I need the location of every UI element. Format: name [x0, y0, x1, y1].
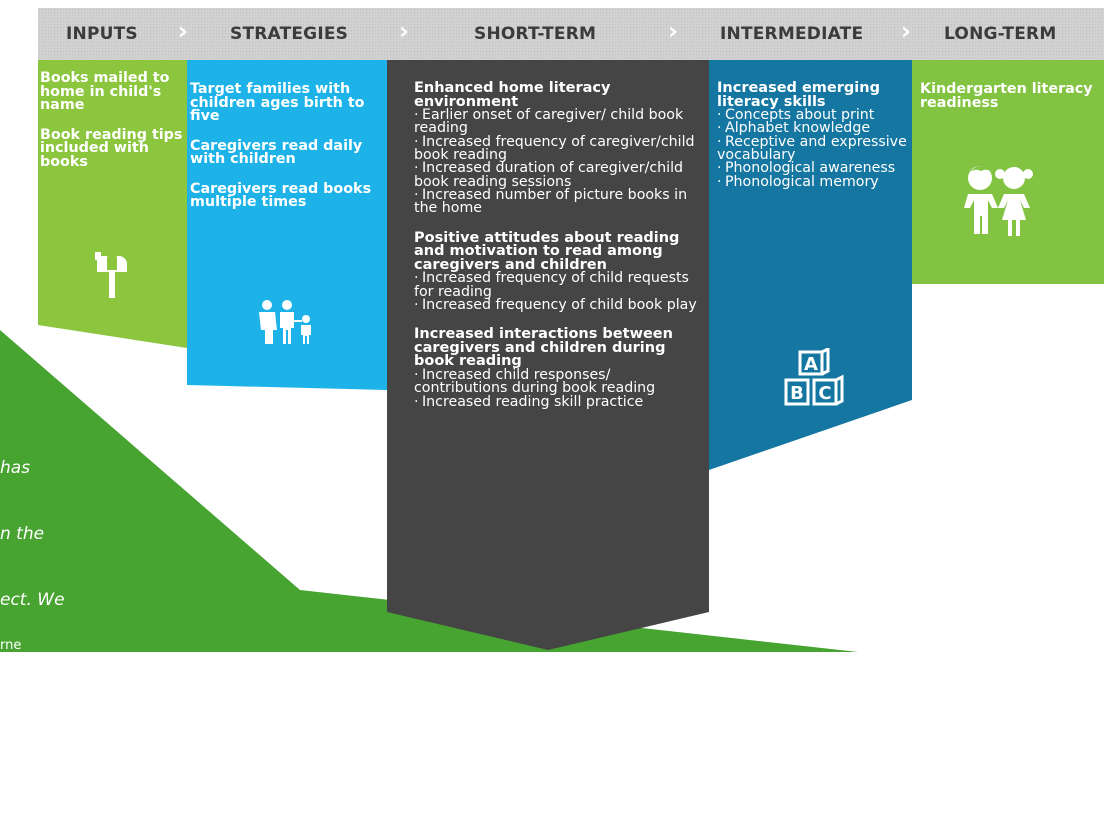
section-heading: Positive attitudes about reading and mot… — [414, 229, 680, 273]
quote-line: n the — [0, 524, 45, 544]
bullet-item: ·Increased child responses/ contribution… — [414, 367, 656, 397]
quote-text: has n the ect. We ment in thin just a en… — [0, 413, 85, 831]
strategies-item: Caregivers read books multiple times — [190, 180, 372, 210]
bullet-item: ·Increased reading skill practice — [414, 393, 644, 410]
column-short-term-bg — [387, 60, 709, 650]
abc-blocks-icon: A B C — [784, 348, 844, 406]
strategies-item: Caregivers read daily with children — [190, 137, 363, 167]
block-letter: B — [790, 383, 804, 404]
column-inputs-bg — [38, 60, 187, 348]
chevron-right-icon: › — [399, 17, 409, 45]
background-shapes — [0, 8, 1104, 652]
quote-attribution: rne — [0, 638, 22, 653]
short-term-section: Positive attitudes about reading and mot… — [414, 229, 704, 313]
header-label-long-term: LONG-TERM — [944, 24, 1057, 44]
bullet-item: ·Phonological awareness — [717, 160, 896, 177]
header-bar — [38, 8, 1104, 60]
bullet-item: ·Increased duration of caregiver/child b… — [414, 160, 684, 190]
inputs-item: Books mailed to home in child's name — [40, 70, 170, 113]
header-label-inputs: INPUTS — [66, 24, 138, 44]
column-strategies-bg — [187, 60, 387, 390]
header-label-short-term: SHORT-TERM — [474, 24, 597, 44]
bullet-item: ·Increased frequency of caregiver/child … — [414, 133, 695, 164]
long-term-column: Kindergarten literacy readiness — [920, 81, 1100, 126]
inputs-column: Books mailed to home in child's name Boo… — [40, 70, 187, 185]
bullet-item: ·Earlier onset of caregiver/ child book … — [414, 107, 684, 137]
bullet-item: ·Phonological memory — [717, 173, 879, 190]
short-term-section: Enhanced home literacy environment ·Earl… — [414, 80, 704, 217]
block-letter: A — [804, 354, 818, 375]
bullet-item: ·Increased frequency of child requests f… — [414, 270, 689, 300]
chevron-right-icon: › — [668, 17, 678, 45]
section-heading: Increased interactions between caregiver… — [414, 326, 673, 370]
short-term-section: Increased interactions between caregiver… — [414, 326, 704, 410]
quote-background — [0, 330, 858, 652]
inputs-item: Book reading tips included with books — [40, 126, 183, 170]
quote-line: ect. We — [0, 590, 65, 610]
bullet-item: ·Increased number of picture books in th… — [414, 186, 688, 217]
quote-line: thin just a — [0, 722, 86, 742]
intermediate-heading: Increased emerging literacy skills — [717, 80, 880, 110]
short-term-column: Enhanced home literacy environment ·Earl… — [414, 80, 704, 425]
strategies-item: Target families with children ages birth… — [190, 81, 365, 124]
long-term-item: Kindergarten literacy readiness — [920, 81, 1093, 111]
children-icon — [964, 166, 1033, 236]
strategies-column: Target families with children ages birth… — [190, 81, 387, 226]
chevron-right-icon: › — [178, 17, 188, 45]
header-label-strategies: STRATEGIES — [230, 24, 349, 44]
bullet-item: ·Concepts about print — [717, 107, 875, 124]
chevron-right-icon: › — [901, 17, 911, 45]
bullet-item: ·Receptive and expressive vocabulary — [717, 133, 907, 164]
quote-line: entation.” — [0, 788, 86, 808]
block-letter: C — [818, 383, 831, 404]
quote-line: has — [0, 458, 31, 478]
family-icon — [259, 300, 311, 344]
section-heading: Enhanced home literacy environment — [414, 80, 611, 110]
column-intermediate-bg — [709, 60, 912, 470]
quote-line: ment in — [0, 656, 66, 676]
intermediate-column: Increased emerging literacy skills ·Conc… — [717, 80, 907, 190]
bullet-item: ·Increased frequency of child book play — [414, 296, 697, 313]
header-label-intermediate: INTERMEDIATE — [720, 24, 864, 44]
bullet-item: ·Alphabet knowledge — [717, 120, 871, 137]
mailbox-icon — [95, 252, 127, 298]
